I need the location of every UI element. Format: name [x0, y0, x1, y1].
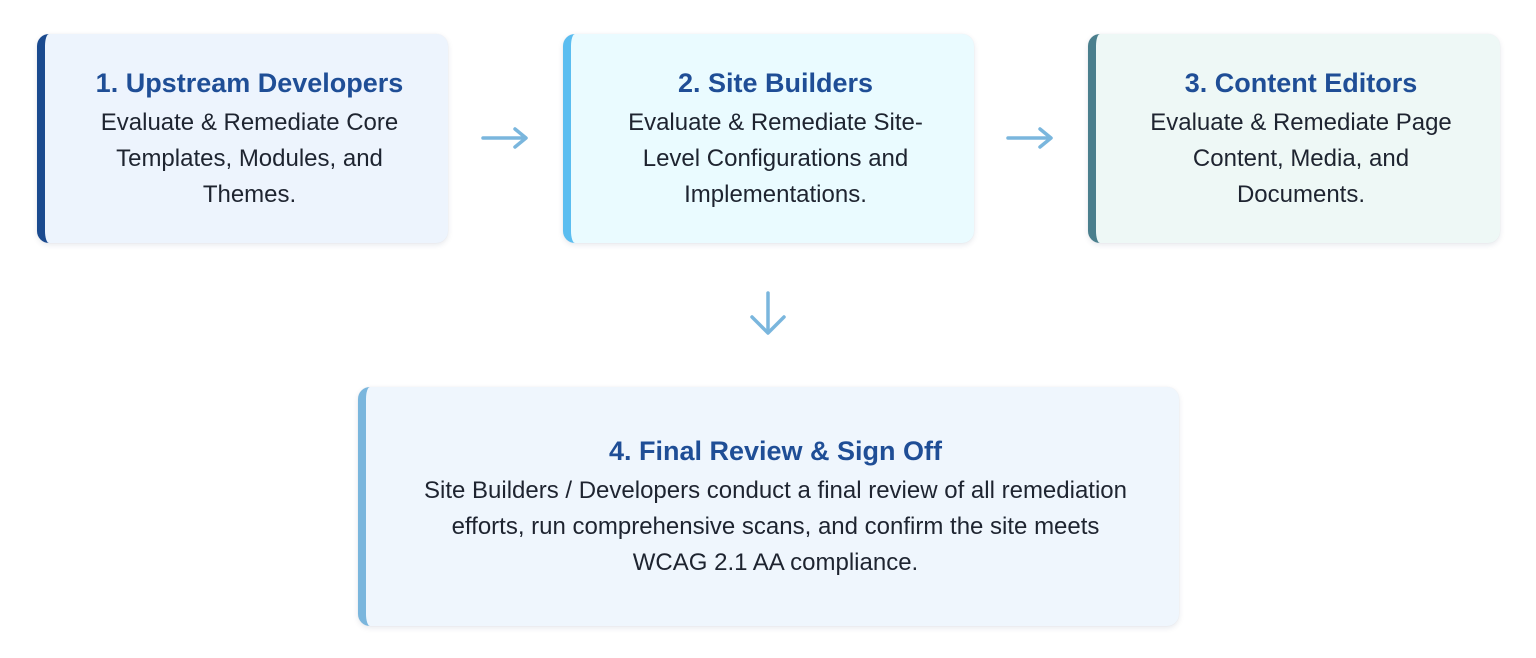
- step-card-site-builders: 2. Site Builders Evaluate & Remediate Si…: [563, 34, 974, 243]
- step-title: 4. Final Review & Sign Off: [608, 435, 943, 466]
- step-title: 1. Upstream Developers: [95, 67, 404, 98]
- arrow-down-icon: [750, 291, 786, 335]
- step-card-content-editors: 3. Content Editors Evaluate & Remediate …: [1088, 34, 1500, 243]
- step-card-final-review: 4. Final Review & Sign Off Site Builders…: [358, 387, 1179, 626]
- arrow-right-icon: [1006, 127, 1053, 149]
- arrow-right-icon: [481, 127, 528, 149]
- step-description: Evaluate & Remediate Page Content, Media…: [1150, 108, 1452, 208]
- step-card-upstream-developers: 1. Upstream Developers Evaluate & Remedi…: [37, 34, 448, 243]
- step-description: Site Builders / Developers conduct a fin…: [423, 476, 1128, 576]
- step-description: Evaluate & Remediate Core Templates, Mod…: [100, 108, 399, 208]
- step-description: Evaluate & Remediate Site-Level Configur…: [628, 108, 923, 208]
- step-title: 2. Site Builders: [677, 67, 874, 98]
- step-title: 3. Content Editors: [1184, 67, 1418, 98]
